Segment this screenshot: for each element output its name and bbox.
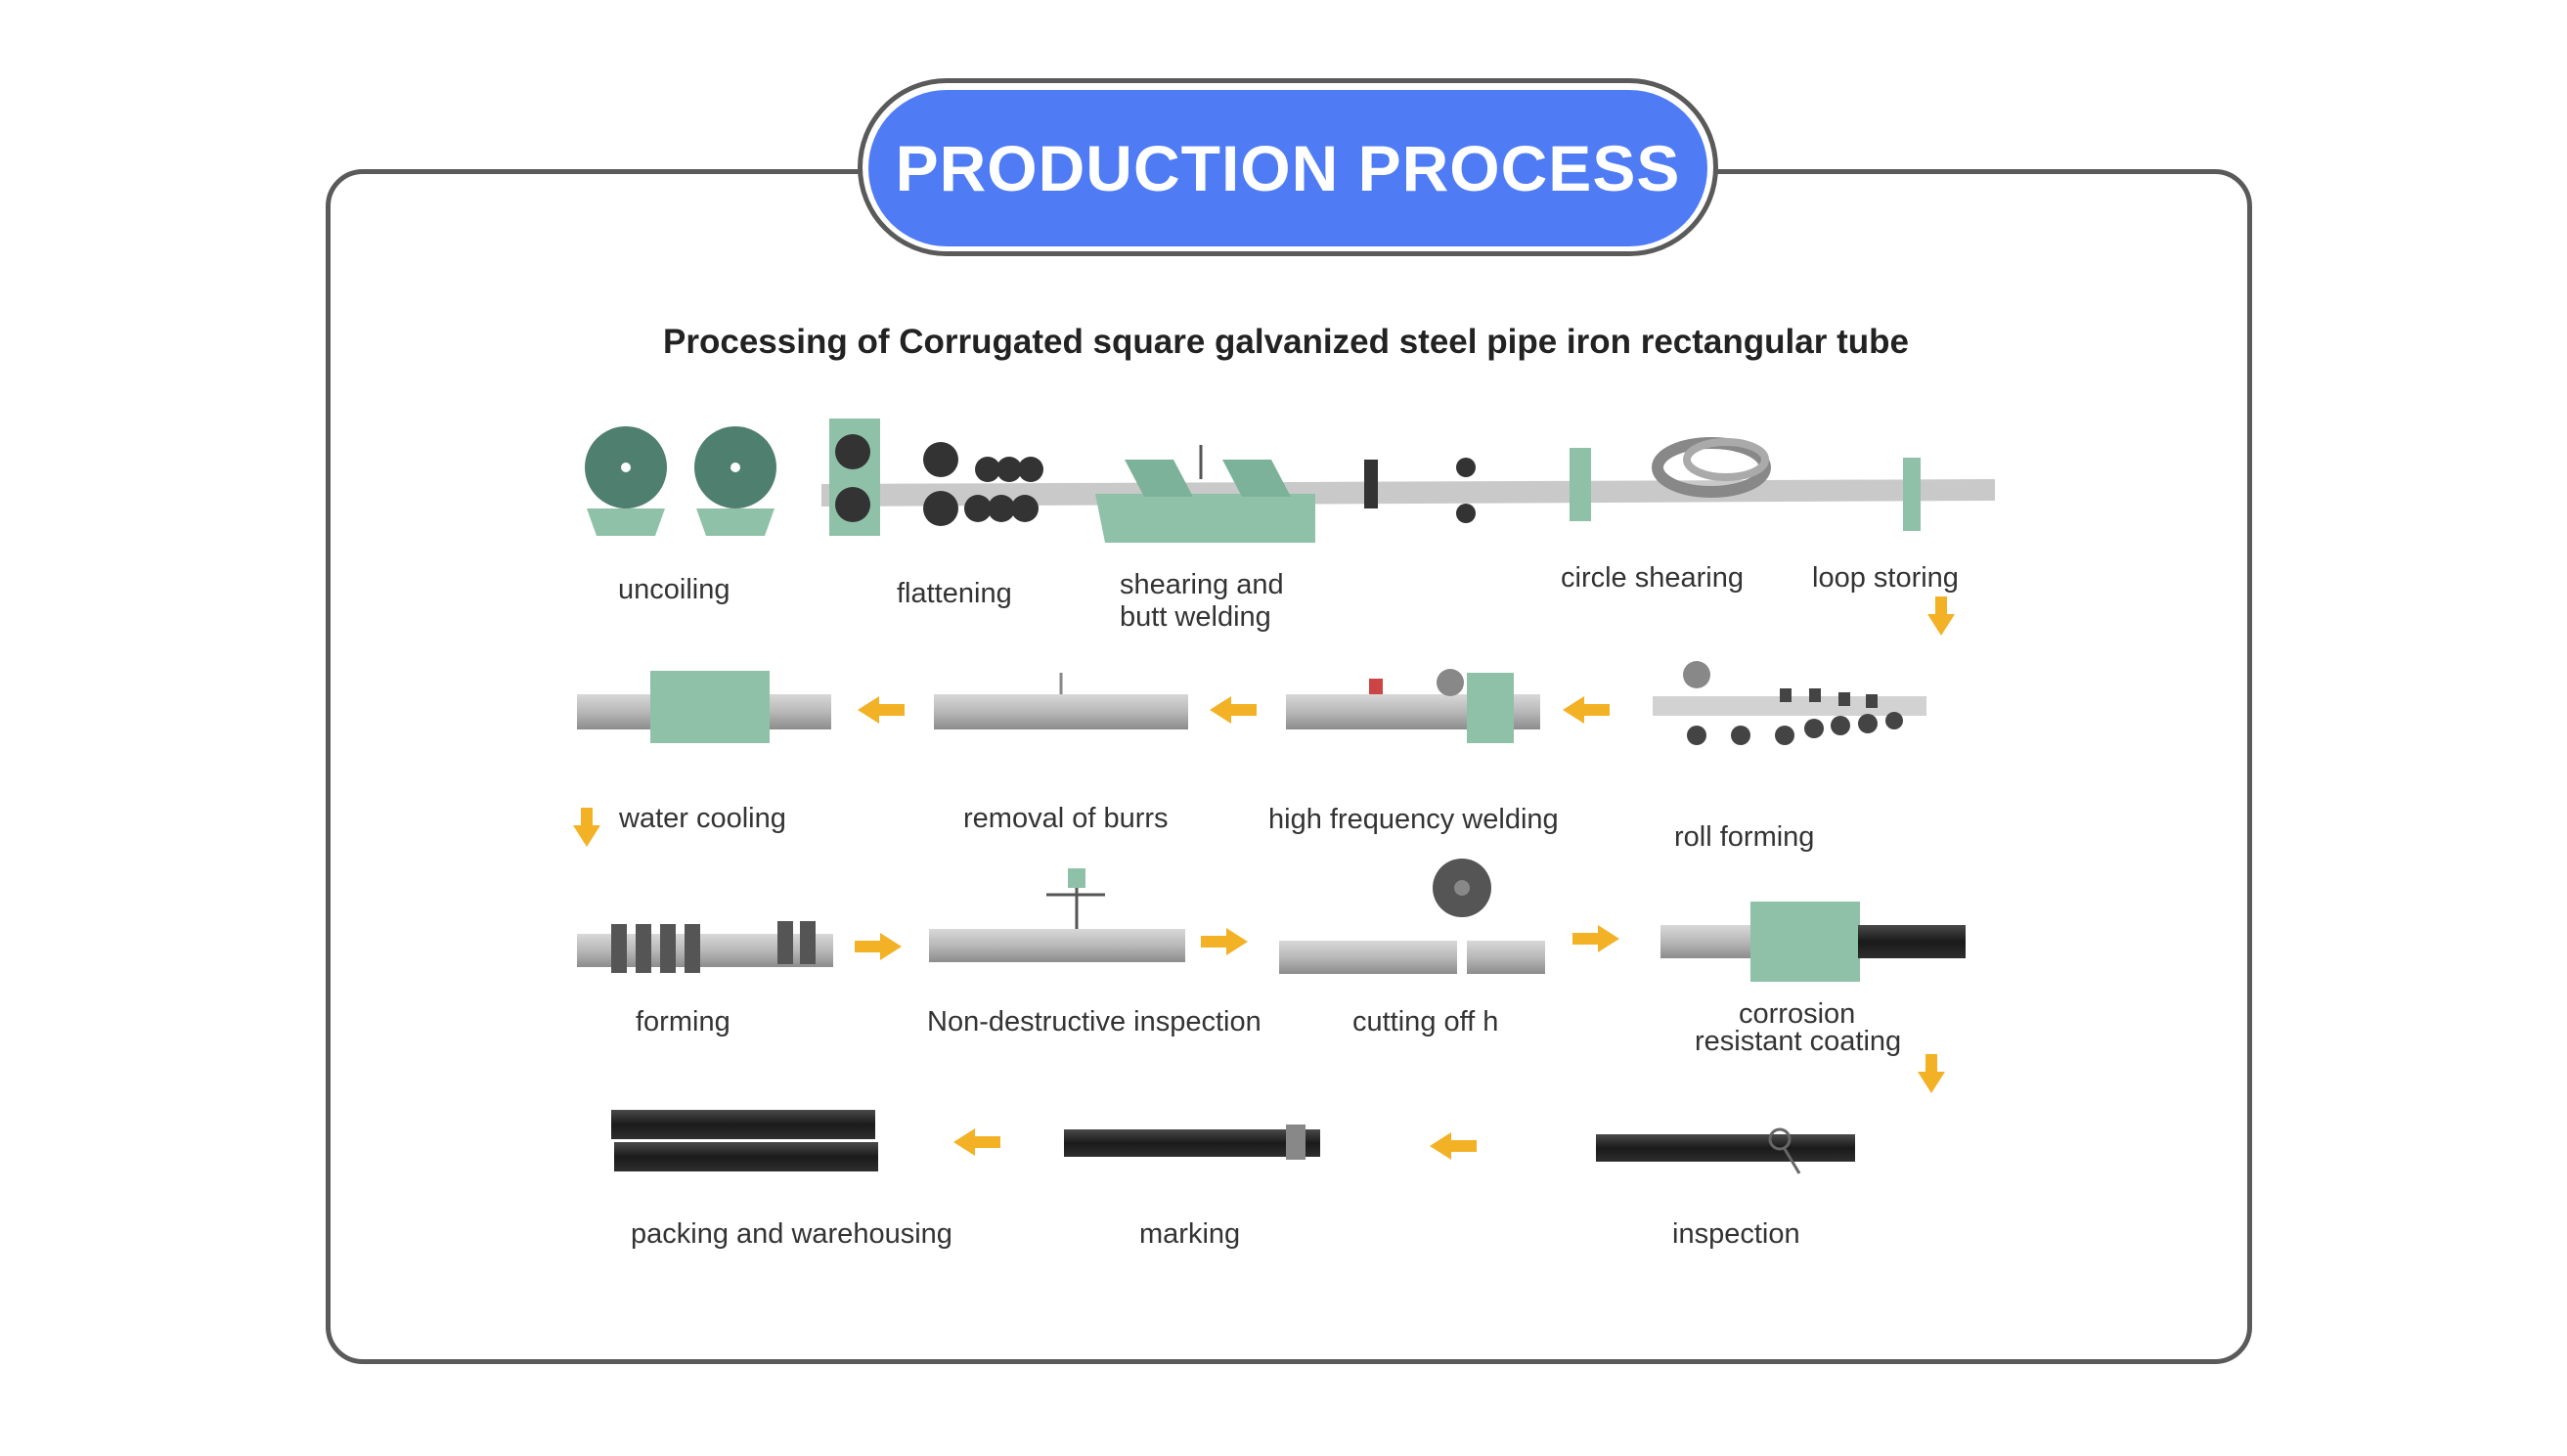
flattening-machine xyxy=(829,419,1043,536)
cutoff-saw xyxy=(1279,859,1545,974)
label-shearing-2: butt welding xyxy=(1120,601,1271,633)
flow-arrow xyxy=(573,808,600,847)
uncoiling-machine xyxy=(585,426,776,536)
flow-arrow xyxy=(855,933,902,960)
label-hf-welding: high frequency welding xyxy=(1268,804,1559,835)
deburring-pipe xyxy=(934,673,1188,729)
ndt-pipe xyxy=(929,868,1185,962)
coating-machine xyxy=(1660,902,1966,982)
label-corrosion-1: corrosion xyxy=(1739,998,1855,1030)
flow-arrow xyxy=(953,1128,1000,1156)
inspection-pipe xyxy=(1596,1127,1855,1174)
loop-storing-machine xyxy=(1652,437,1921,531)
label-loop-storing: loop storing xyxy=(1812,562,1959,594)
water-cooling-machine xyxy=(577,671,831,743)
label-water-cooling: water cooling xyxy=(618,803,786,834)
packed-pipes xyxy=(611,1110,878,1171)
label-corrosion-2: resistant coating xyxy=(1695,1026,1901,1057)
diagram-title: Processing of Corrugated square galvaniz… xyxy=(663,323,1909,361)
flow-arrow xyxy=(1572,925,1619,952)
label-inspection: inspection xyxy=(1672,1218,1800,1250)
flow-arrow xyxy=(1918,1054,1945,1093)
shearing-welding-machine xyxy=(1095,445,1315,543)
label-uncoiling: uncoiling xyxy=(618,574,730,605)
label-flattening: flattening xyxy=(897,578,1012,609)
hf-welding-machine xyxy=(1286,669,1540,743)
label-ndt: Non-destructive inspection xyxy=(927,1006,1261,1037)
roll-forming-machine xyxy=(1653,661,1926,745)
circle-shearing-machine xyxy=(1364,448,1591,523)
flow-arrow xyxy=(1563,696,1610,724)
flow-arrow xyxy=(1927,596,1955,636)
label-forming: forming xyxy=(636,1006,730,1037)
label-marking: marking xyxy=(1139,1218,1240,1250)
label-cutting-off: cutting off h xyxy=(1352,1006,1498,1037)
flow-arrow xyxy=(858,696,905,724)
label-roll-forming: roll forming xyxy=(1674,821,1814,853)
label-removal-of-burrs: removal of burrs xyxy=(963,803,1169,834)
label-packing: packing and warehousing xyxy=(631,1218,952,1250)
forming-machine xyxy=(577,921,833,973)
page-title: PRODUCTION PROCESS xyxy=(868,90,1707,246)
flow-arrow xyxy=(1201,928,1248,955)
label-shearing-1: shearing and xyxy=(1120,569,1284,600)
flow-arrow xyxy=(1430,1132,1477,1160)
flow-arrow xyxy=(1210,696,1257,724)
marking-pipe xyxy=(1064,1125,1320,1160)
label-circle-shearing: circle shearing xyxy=(1561,562,1744,594)
